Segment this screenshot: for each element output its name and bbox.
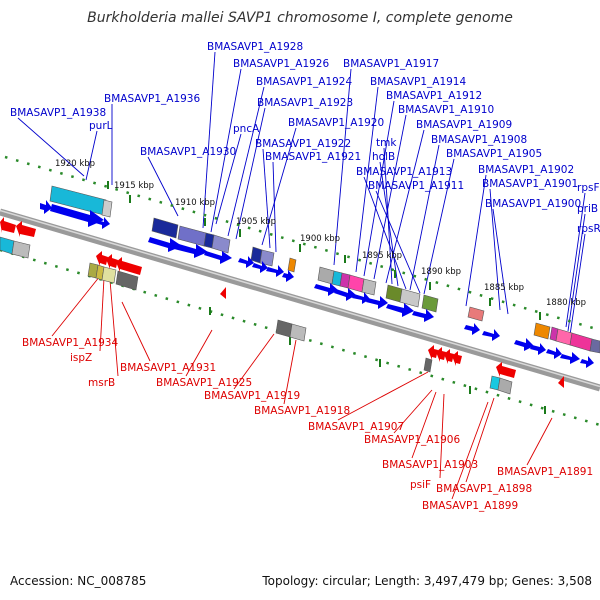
forward-gene-label: BMASAVP1_A1936	[104, 93, 200, 105]
genome-summary: Topology: circular; Length: 3,497,479 bp…	[262, 574, 592, 588]
reverse-gene-label: BMASAVP1_A1934	[22, 337, 118, 349]
forward-gene-label: BMASAVP1_A1910	[398, 104, 494, 116]
forward-gene-label: BMASAVP1_A1917	[343, 58, 439, 70]
forward-gene-label: BMASAVP1_A1900	[485, 198, 581, 210]
forward-gene-label: BMASAVP1_A1905	[446, 148, 542, 160]
forward-gene-label: BMASAVP1_A1921	[265, 151, 361, 163]
reverse-gene-label: psiF	[410, 479, 431, 491]
forward-gene-label: BMASAVP1_A1922	[255, 138, 351, 150]
chromosome-backbone	[0, 208, 600, 392]
forward-gene-label: holB	[372, 151, 395, 163]
tick-labels: 1920 kbp 1915 kbp 1910 kbp 1905 kbp 1900 kbp…	[55, 159, 586, 308]
forward-gene-label: BMASAVP1_A1924	[256, 76, 352, 88]
reverse-strand-genes	[0, 217, 564, 388]
forward-gene-label: BMASAVP1_A1930	[140, 146, 236, 158]
tick-label: 1895 kbp	[362, 251, 402, 261]
tick-label: 1890 kbp	[421, 267, 461, 277]
forward-gene-label: pncA	[233, 123, 260, 135]
tick-label: 1915 kbp	[114, 181, 154, 191]
reverse-gene-label: BMASAVP1_A1918	[254, 405, 350, 417]
gene-blocks	[0, 185, 600, 395]
tick-label: 1910 kbp	[175, 198, 215, 208]
forward-strand-genes	[40, 200, 594, 368]
forward-gene-label: tmk	[376, 137, 397, 149]
forward-gene-label: BMASAVP1_A1913	[356, 166, 452, 178]
tick-marks	[107, 181, 546, 414]
forward-gene-label: BMASAVP1_A1938	[10, 107, 106, 119]
forward-gene-label: BMASAVP1_A1912	[386, 90, 482, 102]
reverse-gene-label: BMASAVP1_A1907	[308, 421, 404, 433]
forward-gene-label: BMASAVP1_A1909	[416, 119, 512, 131]
forward-gene-label: rpsR	[577, 223, 600, 235]
tick-label: 1880 kbp	[546, 298, 586, 308]
reverse-gene-label: BMASAVP1_A1899	[422, 500, 518, 512]
reverse-gene-label: BMASAVP1_A1903	[382, 459, 478, 471]
reverse-gene-label: BMASAVP1_A1891	[497, 466, 593, 478]
reverse-gene-label: BMASAVP1_A1906	[364, 434, 460, 446]
tick-label: 1905 kbp	[236, 217, 276, 227]
tick-label: 1900 kbp	[300, 234, 340, 244]
forward-gene-label: BMASAVP1_A1926	[233, 58, 329, 70]
reverse-gene-label: BMASAVP1_A1898	[436, 483, 532, 495]
forward-gene-label: BMASAVP1_A1928	[207, 41, 303, 53]
accession-text: Accession: NC_008785	[10, 574, 147, 588]
forward-gene-label: BMASAVP1_A1901	[482, 178, 578, 190]
tick-label: 1885 kbp	[484, 283, 524, 293]
forward-gene-label: BMASAVP1_A1908	[431, 134, 527, 146]
forward-gene-label: BMASAVP1_A1902	[478, 164, 574, 176]
forward-gene-label: rpsF	[577, 182, 600, 194]
forward-gene-label: BMASAVP1_A1923	[257, 97, 353, 109]
reverse-gene-label: BMASAVP1_A1925	[156, 377, 252, 389]
callout-lines	[17, 51, 586, 500]
reverse-gene-label: BMASAVP1_A1919	[204, 390, 300, 402]
tick-label: 1920 kbp	[55, 159, 95, 169]
reverse-gene-label: msrB	[88, 377, 115, 389]
forward-gene-label: purL	[89, 120, 113, 132]
forward-gene-label: priB	[577, 203, 598, 215]
map-title: Burkholderia mallei SAVP1 chromosome I, …	[87, 10, 513, 26]
forward-gene-label: BMASAVP1_A1914	[370, 76, 466, 88]
reverse-gene-label: ispZ	[70, 352, 92, 364]
reverse-gene-labels: BMASAVP1_A1934 ispZ msrB BMASAVP1_A1931BMAS…	[22, 337, 593, 512]
reverse-gene-label: BMASAVP1_A1931	[120, 362, 216, 374]
forward-gene-label: BMASAVP1_A1920	[288, 117, 384, 129]
forward-gene-labels: BMASAVP1_A1938purLBMASAVP1_A1936BMASAVP1…	[10, 41, 600, 235]
forward-gene-label: BMASAVP1_A1911	[368, 180, 464, 192]
